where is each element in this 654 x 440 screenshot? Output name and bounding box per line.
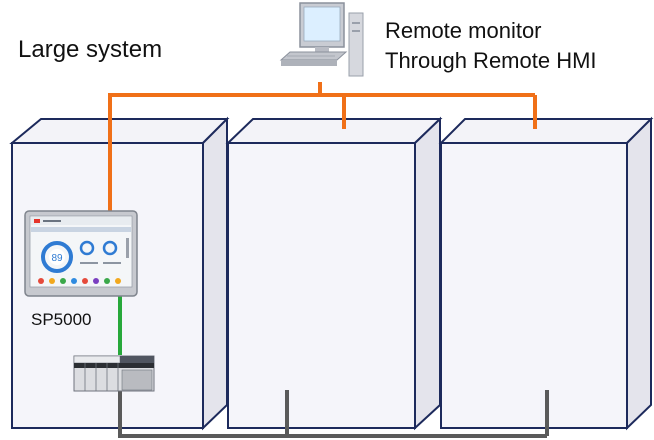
plc-rack-icon [73,355,155,392]
cabinet-left-top [9,118,230,144]
cabinet-middle [225,116,443,431]
remote-monitor-label: Remote monitor [385,18,542,43]
cabinet-right-top [438,118,654,144]
ethernet-network-line [108,82,537,213]
cabinet-middle-front [227,142,416,429]
cabinet-right-front [440,142,628,429]
remote-hmi-label: Through Remote HMI [385,48,597,73]
remote-io-bus-line [118,390,549,438]
desktop-computer-icon [279,2,364,77]
cabinet-middle-side [414,116,441,431]
hmi-model-label: SP5000 [31,310,92,329]
cabinet-left-side [202,116,228,431]
cabinet-right [438,116,654,431]
diagram-title: Large system [18,36,162,63]
cabinet-middle-top [225,118,443,144]
hmi-gauge-value: 89 [51,253,63,264]
cabinet-right-side [626,116,652,431]
hmi-panel-icon: 89 [24,210,138,297]
